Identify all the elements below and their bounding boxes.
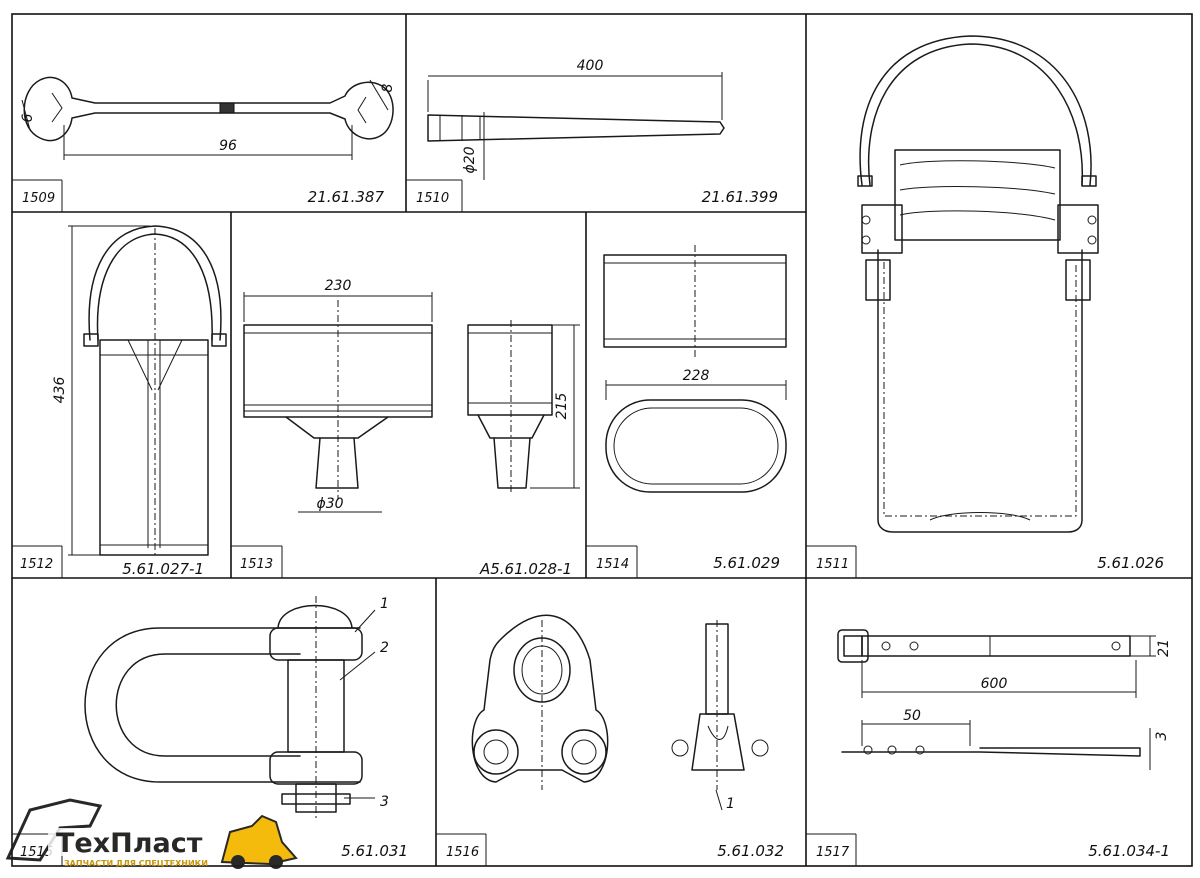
id-1515: 1515 bbox=[20, 845, 53, 860]
callout-1515-2: 2 bbox=[380, 640, 389, 656]
callout-1516-1: 1 bbox=[726, 796, 735, 812]
code-1516: 5.61.032 bbox=[717, 842, 784, 860]
brand-watermark: ТехПласт ЗАПЧАСТИ ДЛЯ СПЕЦТЕХНИКИ bbox=[5, 798, 298, 869]
brand-tagline: ЗАПЧАСТИ ДЛЯ СПЕЦТЕХНИКИ bbox=[64, 859, 208, 868]
dim-1513-215: 215 bbox=[554, 393, 570, 420]
dim-1509-6: 6 bbox=[20, 113, 36, 122]
code-1514: 5.61.029 bbox=[713, 554, 780, 572]
code-1512: 5.61.027-1 bbox=[122, 560, 204, 578]
dim-1509-8: 8 bbox=[380, 83, 396, 92]
id-1513: 1513 bbox=[240, 557, 273, 572]
id-1517: 1517 bbox=[816, 845, 850, 860]
drawing-1510-tapered-rod bbox=[427, 72, 725, 180]
drawing-1516-eye-fitting bbox=[471, 614, 769, 811]
code-1511: 5.61.026 bbox=[1097, 554, 1164, 572]
dim-1510-400: 400 bbox=[577, 58, 604, 74]
dim-1517-3: 3 bbox=[1154, 732, 1170, 741]
dim-1513-230: 230 bbox=[325, 278, 352, 294]
callout-1515-3: 3 bbox=[380, 794, 389, 810]
code-1515: 5.61.031 bbox=[341, 842, 408, 860]
drawing-1509-wrench bbox=[21, 76, 394, 160]
drawing-1511-container bbox=[857, 35, 1099, 533]
dim-1512-436: 436 bbox=[52, 377, 68, 404]
dim-1517-21: 21 bbox=[1156, 639, 1172, 657]
code-1510: 21.61.399 bbox=[702, 188, 778, 206]
code-1509: 21.61.387 bbox=[308, 188, 385, 206]
brand-logo-text: ТехПласт bbox=[56, 828, 203, 859]
id-1510: 1510 bbox=[416, 191, 449, 206]
id-1511: 1511 bbox=[816, 557, 849, 572]
id-1514: 1514 bbox=[596, 557, 629, 572]
drawing-1512-bucket bbox=[68, 225, 227, 556]
id-1509: 1509 bbox=[22, 191, 55, 206]
dim-1517-50: 50 bbox=[903, 708, 921, 724]
drawing-1515-shackle bbox=[84, 596, 376, 820]
drawing-1517-strap bbox=[837, 629, 1156, 770]
dim-1514-228: 228 bbox=[683, 368, 710, 384]
drawing-1513-funnel bbox=[243, 292, 580, 513]
id-1516: 1516 bbox=[446, 845, 479, 860]
dim-1510-d20: ϕ20 bbox=[462, 146, 478, 173]
callout-1515-1: 1 bbox=[380, 596, 389, 612]
code-1513: А5.61.028-1 bbox=[479, 560, 572, 578]
id-1512: 1512 bbox=[20, 557, 53, 572]
dim-1517-600: 600 bbox=[981, 676, 1008, 692]
drawing-1514-strainer bbox=[603, 245, 787, 493]
code-1517: 5.61.034-1 bbox=[1088, 842, 1170, 860]
dim-1513-d30: ϕ30 bbox=[316, 496, 343, 512]
dim-1509-96: 96 bbox=[219, 138, 237, 154]
grid-frame bbox=[11, 13, 1193, 867]
